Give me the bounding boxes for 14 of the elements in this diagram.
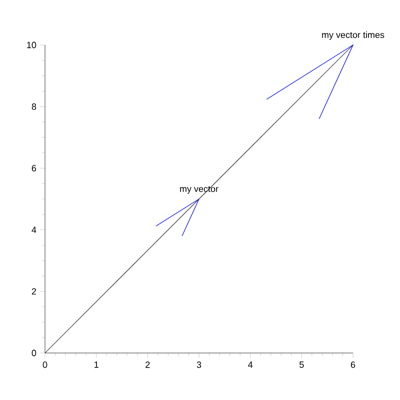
x-tick-label: 6	[350, 362, 356, 368]
x-tick-label: 2	[146, 362, 150, 368]
x-tick-label: 5	[300, 362, 304, 368]
x-tick-label: 0	[42, 362, 48, 368]
x-tick-label: 3	[196, 362, 202, 368]
y-tick-label: 6	[32, 165, 36, 172]
y-tick-label: 8	[32, 103, 36, 110]
x-tick-label: 4	[248, 362, 253, 368]
y-tick-label: 0	[32, 350, 36, 356]
annotation-label: my vector times	[322, 31, 384, 40]
y-tick-label: 2	[32, 288, 36, 295]
y-tick-label: 10	[27, 42, 36, 48]
x-tick-label: 1	[94, 362, 98, 368]
y-tick-label: 4	[32, 226, 36, 233]
